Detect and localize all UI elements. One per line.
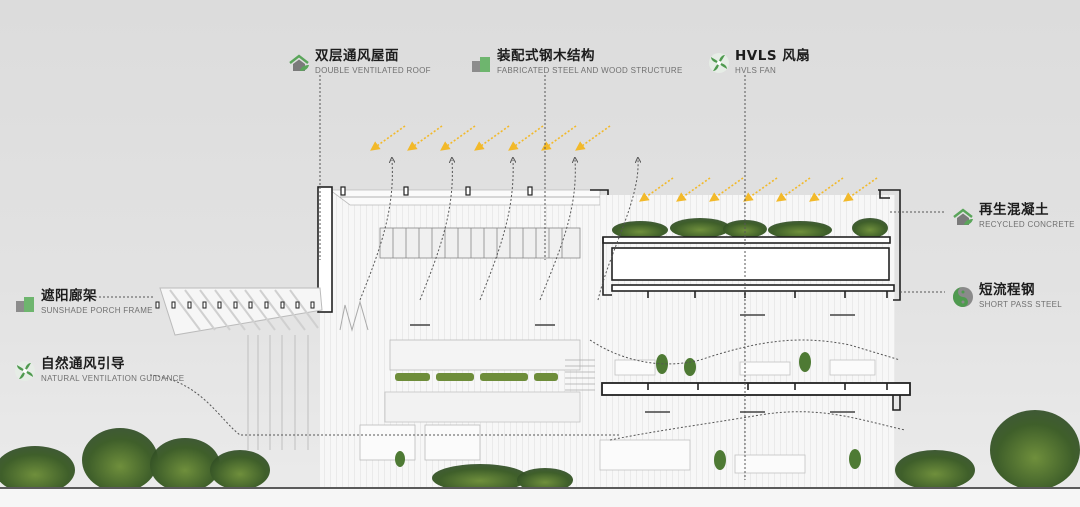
label-double-ventilated-roof: 双层通风屋面 DOUBLE VENTILATED ROOF bbox=[288, 48, 431, 75]
label-subtitle: RECYCLED CONCRETE bbox=[979, 219, 1075, 229]
label-title: 短流程钢 bbox=[979, 282, 1035, 298]
house-leaf-icon bbox=[289, 54, 309, 71]
label-title: 自然通风引导 bbox=[41, 356, 125, 372]
label-title: HVLS 风扇 bbox=[735, 48, 811, 64]
label-subtitle: HVLS FAN bbox=[735, 65, 777, 75]
label-natural-ventilation: 自然通风引导 NATURAL VENTILATION GUIDANCE bbox=[14, 356, 185, 383]
label-fabricated-structure: 装配式钢木结构 FABRICATED STEEL AND WOOD STRUCT… bbox=[470, 48, 683, 75]
right-concrete-volume bbox=[395, 189, 911, 487]
ground-line bbox=[0, 487, 1080, 507]
label-subtitle: DOUBLE VENTILATED ROOF bbox=[315, 65, 431, 75]
label-subtitle: NATURAL VENTILATION GUIDANCE bbox=[41, 373, 185, 383]
label-subtitle: FABRICATED STEEL AND WOOD STRUCTURE bbox=[497, 65, 683, 75]
label-sunshade-porch: 遮阳廊架 SUNSHADE PORCH FRAME bbox=[14, 288, 153, 315]
blocks-icon bbox=[16, 297, 34, 312]
landscape-vegetation bbox=[0, 410, 1080, 494]
label-title: 双层通风屋面 bbox=[315, 48, 399, 64]
label-subtitle: SHORT PASS STEEL bbox=[979, 299, 1063, 309]
sun-rays bbox=[370, 125, 878, 202]
label-title: 再生混凝土 bbox=[979, 202, 1049, 218]
label-short-pass-steel: 短流程钢 SHORT PASS STEEL bbox=[952, 282, 1063, 309]
label-recycled-concrete: 再生混凝土 RECYCLED CONCRETE bbox=[952, 202, 1075, 229]
label-title: 遮阳廊架 bbox=[41, 288, 97, 304]
sunshade-porch-frame bbox=[155, 287, 323, 450]
fan-icon bbox=[709, 53, 729, 73]
airflow-paths bbox=[95, 75, 945, 480]
house-leaf-icon bbox=[953, 208, 973, 225]
main-hall-volume bbox=[317, 186, 609, 487]
label-subtitle: SUNSHADE PORCH FRAME bbox=[41, 305, 153, 315]
label-hvls-fan: HVLS 风扇 HVLS FAN bbox=[708, 48, 811, 75]
yin-yang-icon bbox=[953, 287, 973, 307]
fan-icon bbox=[15, 361, 35, 381]
label-title: 装配式钢木结构 bbox=[497, 48, 595, 64]
blocks-icon bbox=[472, 57, 490, 72]
